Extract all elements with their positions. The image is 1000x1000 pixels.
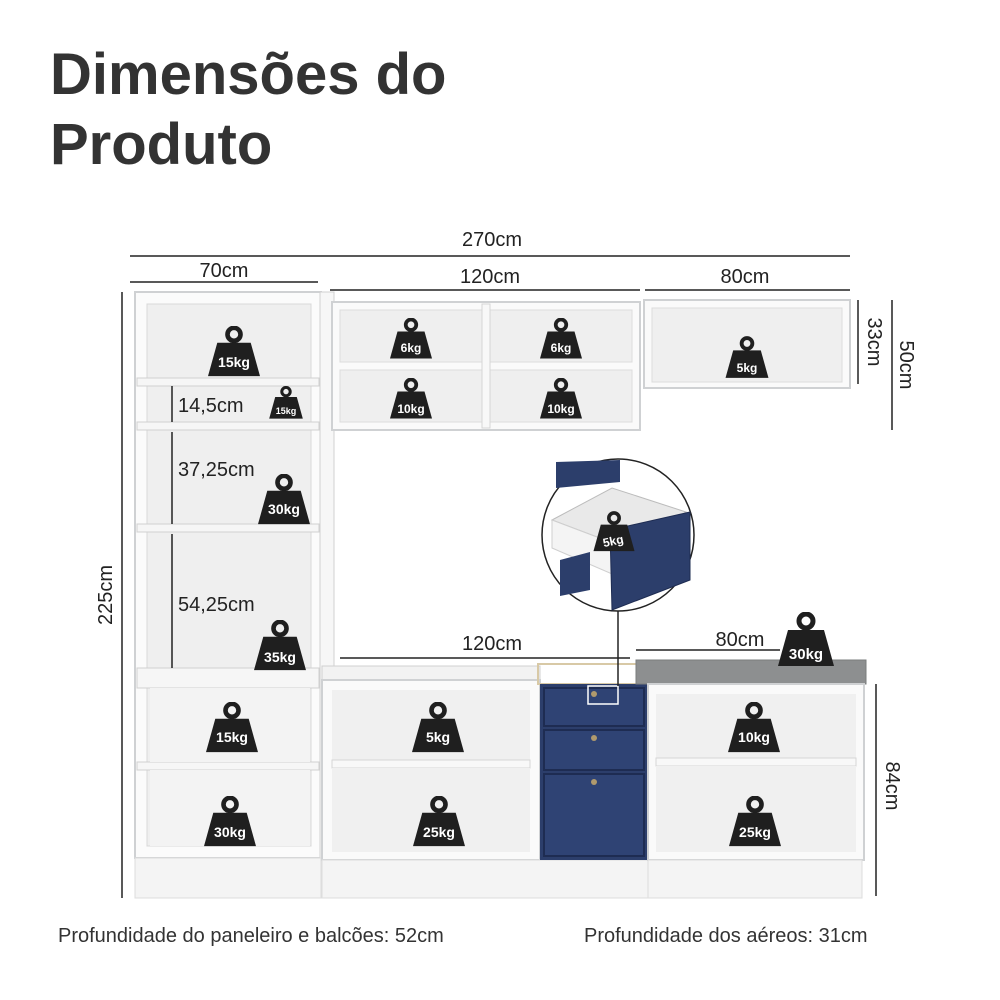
weight-icon: 25kg [729, 798, 781, 846]
dim-total-height: 225cm [95, 565, 117, 625]
weight-icon: 10kg [388, 378, 434, 420]
dim-balcao-height: 84cm [881, 762, 903, 811]
dim-shelf-gap-1: 14,5cm [178, 395, 244, 417]
drawer-zoom-detail [541, 458, 695, 686]
dim-aereo-small-height: 33cm [863, 318, 885, 367]
dim-balcao-small-width: 80cm [716, 629, 765, 651]
weight-balcao-upper: 5kg [426, 729, 450, 745]
weight-aereo-bottom-left: 10kg [397, 402, 424, 416]
dimension-lines [121, 255, 893, 898]
weight-countertop: 30kg [789, 646, 823, 663]
weight-icons: 15kg 15kg 30kg 35kg 15kg 30kg 6kg 6kg 10… [204, 318, 834, 847]
dim-paneleiro-width: 70cm [200, 260, 249, 282]
weight-paneleiro-mid: 30kg [268, 501, 300, 517]
dim-total-width: 270cm [462, 229, 522, 251]
weight-icon: 15kg [268, 386, 304, 420]
footer-depth-paneleiro: Profundidade do paneleiro e balcões: 52c… [58, 925, 444, 947]
page-title: Dimensões do Produto [50, 40, 446, 180]
weight-balcao-lower: 25kg [423, 824, 455, 840]
weight-icon: 30kg [258, 476, 310, 524]
weight-paneleiro-lower: 15kg [216, 729, 248, 745]
weight-paneleiro-bottom: 30kg [214, 824, 246, 840]
weight-icon: 15kg [206, 704, 258, 752]
weight-icon: 10kg [538, 378, 584, 420]
dim-shelf-gap-2: 37,25cm [178, 459, 255, 481]
weight-icon: 25kg [413, 798, 465, 846]
footer-depth-aereos: Profundidade dos aéreos: 31cm [584, 925, 868, 947]
weight-paneleiro-tall: 35kg [264, 649, 296, 665]
weight-icon: 6kg [388, 318, 434, 360]
weight-icon: 15kg [208, 328, 260, 376]
weight-paneleiro-small: 15kg [276, 406, 297, 416]
aereo-120-unit [331, 301, 641, 431]
weight-paneleiro-top: 15kg [218, 354, 250, 370]
dim-aereo-small-width: 80cm [721, 266, 770, 288]
dim-balcao-width: 120cm [462, 633, 522, 655]
dimension-labels: 270cm 70cm 120cm 80cm 33cm 50cm 225cm 14… [95, 229, 917, 810]
weight-balcao-small-upper: 10kg [738, 729, 770, 745]
weight-icon: 30kg [778, 614, 834, 666]
aereo-80-unit [643, 299, 851, 389]
weight-balcao-small-lower: 25kg [739, 824, 771, 840]
weight-aereo-small: 5kg [737, 361, 758, 375]
weight-icon: 10kg [728, 704, 780, 752]
weight-aereo-bottom-right: 10kg [547, 402, 574, 416]
drawer-unit [537, 663, 648, 860]
balcao-80-unit [635, 659, 867, 899]
title-line-1: Dimensões do [50, 42, 447, 107]
weight-icon: 35kg [254, 622, 306, 670]
weight-icon: 6kg [538, 318, 584, 360]
title-line-2: Produto [50, 112, 273, 177]
weight-icon: 5kg [412, 704, 464, 752]
weight-aereo-top-left: 6kg [401, 341, 422, 355]
dim-shelf-gap-3: 54,25cm [178, 594, 255, 616]
dim-aereo-height: 50cm [895, 341, 917, 390]
weight-icon: 5kg [592, 510, 636, 554]
weight-aereo-top-right: 6kg [551, 341, 572, 355]
dim-aereo-width: 120cm [460, 266, 520, 288]
weight-icon: 5kg [724, 336, 770, 380]
weight-drawer: 5kg [602, 532, 625, 550]
weight-icon: 30kg [204, 798, 256, 846]
